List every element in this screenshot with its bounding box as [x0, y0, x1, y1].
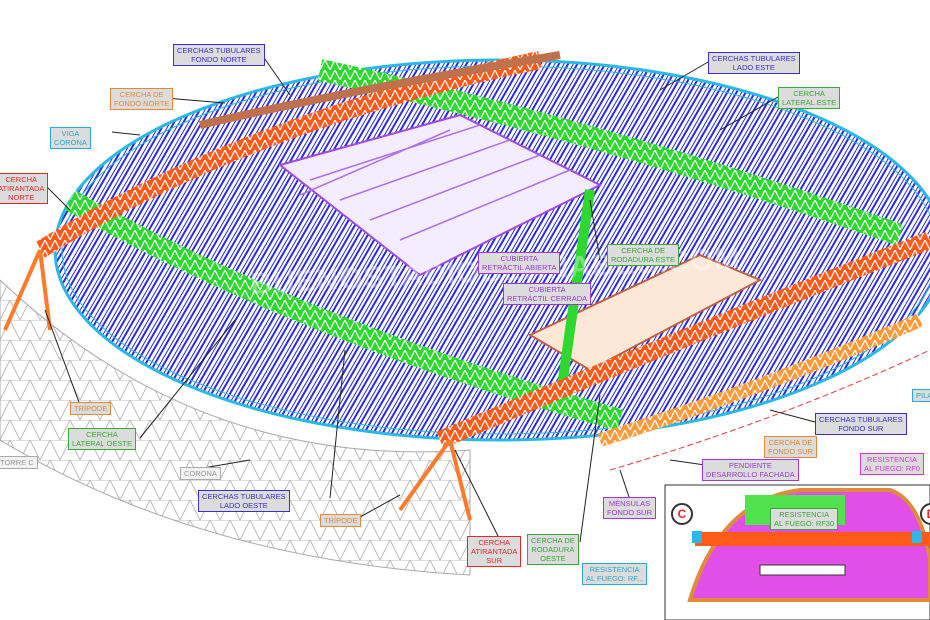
tripode [3, 249, 472, 521]
label-tripode-2: TRÍPODE [320, 514, 362, 527]
cercha-fondo-norte [199, 51, 561, 129]
label-tripode-1: TRÍPODE [70, 402, 112, 415]
label-torre-c: TORRE C [0, 456, 38, 469]
section-marker-c: C [671, 503, 693, 525]
leader-lines [44, 51, 816, 543]
label-pilar: PILAR [912, 389, 930, 402]
inset-section-detail [664, 484, 930, 620]
label-corona: CORONA [180, 467, 221, 480]
cubierta-retractil [277, 113, 603, 277]
